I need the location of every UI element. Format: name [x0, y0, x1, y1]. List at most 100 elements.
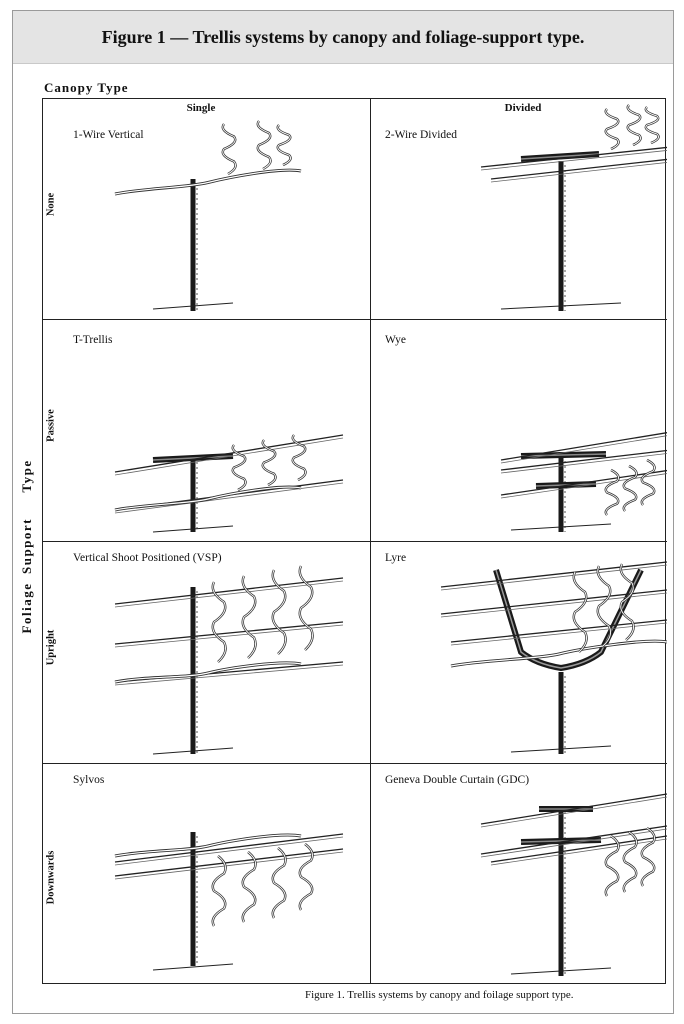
- vine-cordon: [114, 834, 302, 857]
- trellis-drawing-sylvos: [114, 832, 344, 971]
- vine-cordon: [114, 662, 302, 683]
- vine-shoot: [299, 843, 313, 911]
- trellis-wire: [440, 592, 667, 618]
- vine-cordon: [114, 486, 302, 511]
- column-header-divided: Divided: [504, 102, 542, 114]
- trellis-post: [558, 672, 564, 754]
- trellis-wire: [114, 621, 344, 645]
- trellis-post: [558, 161, 564, 311]
- column-header-single: Single: [186, 102, 216, 114]
- canopy-type-heading: Canopy Type: [44, 80, 129, 95]
- trellis-wire: [480, 796, 667, 828]
- ground-line: [152, 525, 234, 533]
- cross-arm: [520, 453, 607, 457]
- ground-line: [510, 745, 612, 753]
- cell-label: T-Trellis: [73, 334, 113, 346]
- trellis-post: [190, 179, 196, 311]
- title-bar: Figure 1 — Trellis systems by canopy and…: [13, 11, 673, 64]
- ground-line: [510, 523, 612, 531]
- ground-line: [152, 302, 234, 310]
- vine-shoot: [623, 831, 637, 893]
- vine-shoot: [620, 563, 634, 641]
- cell-sylvos: Downwards Sylvos: [43, 764, 371, 983]
- vine-shoot: [222, 123, 236, 175]
- vine-shoot: [262, 439, 276, 486]
- vine-shoot: [257, 120, 271, 170]
- vine-shoot: [212, 855, 226, 927]
- ground-line: [510, 967, 612, 975]
- cell-label: Vertical Shoot Positioned (VSP): [73, 552, 222, 564]
- trellis-wire: [440, 564, 667, 591]
- vine-shoot: [299, 565, 313, 651]
- trellis-drawing-t-trellis: [114, 434, 344, 533]
- trellis-wire: [480, 146, 667, 168]
- vine-shoot: [645, 106, 659, 144]
- cell-label: Sylvos: [73, 774, 105, 786]
- cell-t-trellis: Passive T-Trellis: [43, 320, 371, 542]
- trellis-wire: [480, 150, 667, 171]
- vine-shoot: [272, 569, 286, 655]
- trellis-wire: [114, 851, 344, 880]
- vine-shoot: [605, 108, 619, 150]
- ground-line: [500, 302, 622, 310]
- cell-label: Geneva Double Curtain (GDC): [385, 774, 530, 786]
- cell-vsp: Upright Vertical Shoot Positioned (VSP): [43, 542, 371, 764]
- cell-lyre: Lyre: [371, 542, 667, 764]
- vine-shoot: [292, 434, 306, 481]
- vine-shoot: [212, 581, 226, 663]
- trellis-drawing-2-wire-divided: [480, 104, 667, 311]
- axis-label-type: Type: [19, 459, 34, 493]
- trellis-wire: [114, 437, 344, 476]
- figure-caption: Figure 1. Trellis systems by canopy and …: [305, 989, 574, 1001]
- vine-shoot: [641, 827, 655, 887]
- trellis-wire: [114, 848, 344, 877]
- trellis-wire: [450, 622, 667, 646]
- trellis-wire: [500, 449, 667, 471]
- vine-shoot: [605, 835, 619, 897]
- trellis-wire: [114, 836, 344, 866]
- trellis-drawing-wye: [500, 432, 667, 532]
- vine-shoot: [597, 565, 611, 647]
- trellis-wire: [480, 825, 667, 855]
- trellis-wire: [480, 793, 667, 825]
- ground-line: [152, 963, 234, 971]
- trellis-wire: [480, 828, 667, 858]
- trellis-wire: [114, 664, 344, 686]
- trellis-wire: [114, 434, 344, 473]
- trellis-wire: [500, 432, 667, 461]
- vine-shoot: [573, 571, 587, 653]
- cell-2-wire-divided: 2-Wire Divided: [371, 99, 667, 320]
- vine-shoot: [623, 465, 637, 512]
- vine-shoot: [641, 459, 655, 506]
- vine-shoot: [242, 575, 256, 659]
- cross-arm: [520, 153, 600, 160]
- vine-shoot: [277, 124, 291, 166]
- vine-shoot: [272, 847, 286, 919]
- figure-title: Figure 1 — Trellis systems by canopy and…: [101, 26, 585, 47]
- trellis-wire: [114, 624, 344, 648]
- cell-label: 2-Wire Divided: [385, 129, 458, 141]
- vine-shoot: [627, 104, 641, 146]
- cross-arm: [520, 839, 602, 843]
- vine-shoot: [232, 444, 246, 491]
- trellis-wire: [490, 158, 667, 180]
- trellis-drawing-gdc: [480, 793, 667, 976]
- trellis-post: [190, 587, 196, 754]
- cell-label: 1-Wire Vertical: [73, 129, 144, 141]
- trellis-wire: [500, 453, 667, 474]
- trellis-wire: [490, 835, 667, 863]
- cell-label: Lyre: [385, 552, 407, 564]
- cell-1-wire-vertical: None 1-Wire Vertical: [43, 99, 371, 320]
- vine-shoot: [242, 851, 256, 923]
- cell-label: Wye: [385, 334, 407, 346]
- trellis-grid: Single Divided None 1-Wire Vertical 2-Wi…: [42, 98, 667, 984]
- trellis-wire: [440, 561, 667, 588]
- trellis-wire: [114, 482, 344, 514]
- vine-cordon: [450, 640, 667, 667]
- trellis-wire: [500, 435, 667, 464]
- trellis-wire: [500, 469, 667, 496]
- vine-cordon: [114, 169, 302, 195]
- trellis-drawing-lyre: [440, 561, 667, 754]
- cross-arm: [152, 455, 234, 461]
- trellis-post: [558, 452, 564, 532]
